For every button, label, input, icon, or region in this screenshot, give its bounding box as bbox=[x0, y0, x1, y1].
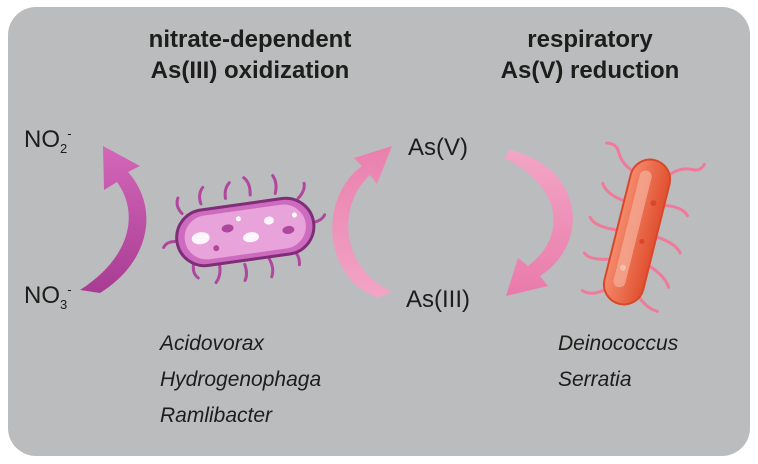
left-heading-line2: As(III) oxidization bbox=[150, 57, 350, 84]
nitrite-label: NO2- bbox=[24, 126, 72, 156]
right-heading-line2: As(V) reduction bbox=[500, 57, 680, 84]
arsenite-label: As(III) bbox=[406, 286, 470, 313]
purple-bacterium-icon bbox=[162, 174, 327, 285]
nitrite-charge: - bbox=[67, 126, 72, 141]
orange-bacterium-icon bbox=[580, 141, 706, 313]
nitrite-base: NO bbox=[24, 126, 60, 153]
arsenite-oxidation-arrow bbox=[332, 146, 392, 298]
nitrate-label: NO3- bbox=[24, 282, 72, 312]
arsenate-reduction-arrow bbox=[504, 150, 573, 296]
arsenate-label: As(V) bbox=[408, 134, 468, 161]
left-heading: nitrate-dependent As(III) oxidization bbox=[100, 24, 400, 86]
right-genus-list: Deinococcus Serratia bbox=[558, 326, 678, 398]
left-heading-line1: nitrate-dependent bbox=[148, 26, 352, 53]
nitrate-base: NO bbox=[24, 282, 60, 309]
right-heading-line1: respiratory bbox=[527, 26, 653, 53]
right-heading: respiratory As(V) reduction bbox=[440, 24, 740, 86]
left-genus-list: Acidovorax Hydrogenophaga Ramlibacter bbox=[160, 326, 321, 434]
nitrate-subscript: 3 bbox=[60, 296, 68, 312]
genus-item: Hydrogenophaga bbox=[160, 368, 322, 391]
nitrite-subscript: 2 bbox=[60, 140, 68, 156]
genus-item: Serratia bbox=[558, 368, 632, 391]
genus-item: Ramlibacter bbox=[160, 404, 273, 427]
nitrate-conversion-arrow bbox=[80, 146, 147, 293]
genus-item: Acidovorax bbox=[160, 332, 264, 355]
nitrate-charge: - bbox=[67, 282, 72, 297]
genus-item: Deinococcus bbox=[558, 332, 679, 355]
